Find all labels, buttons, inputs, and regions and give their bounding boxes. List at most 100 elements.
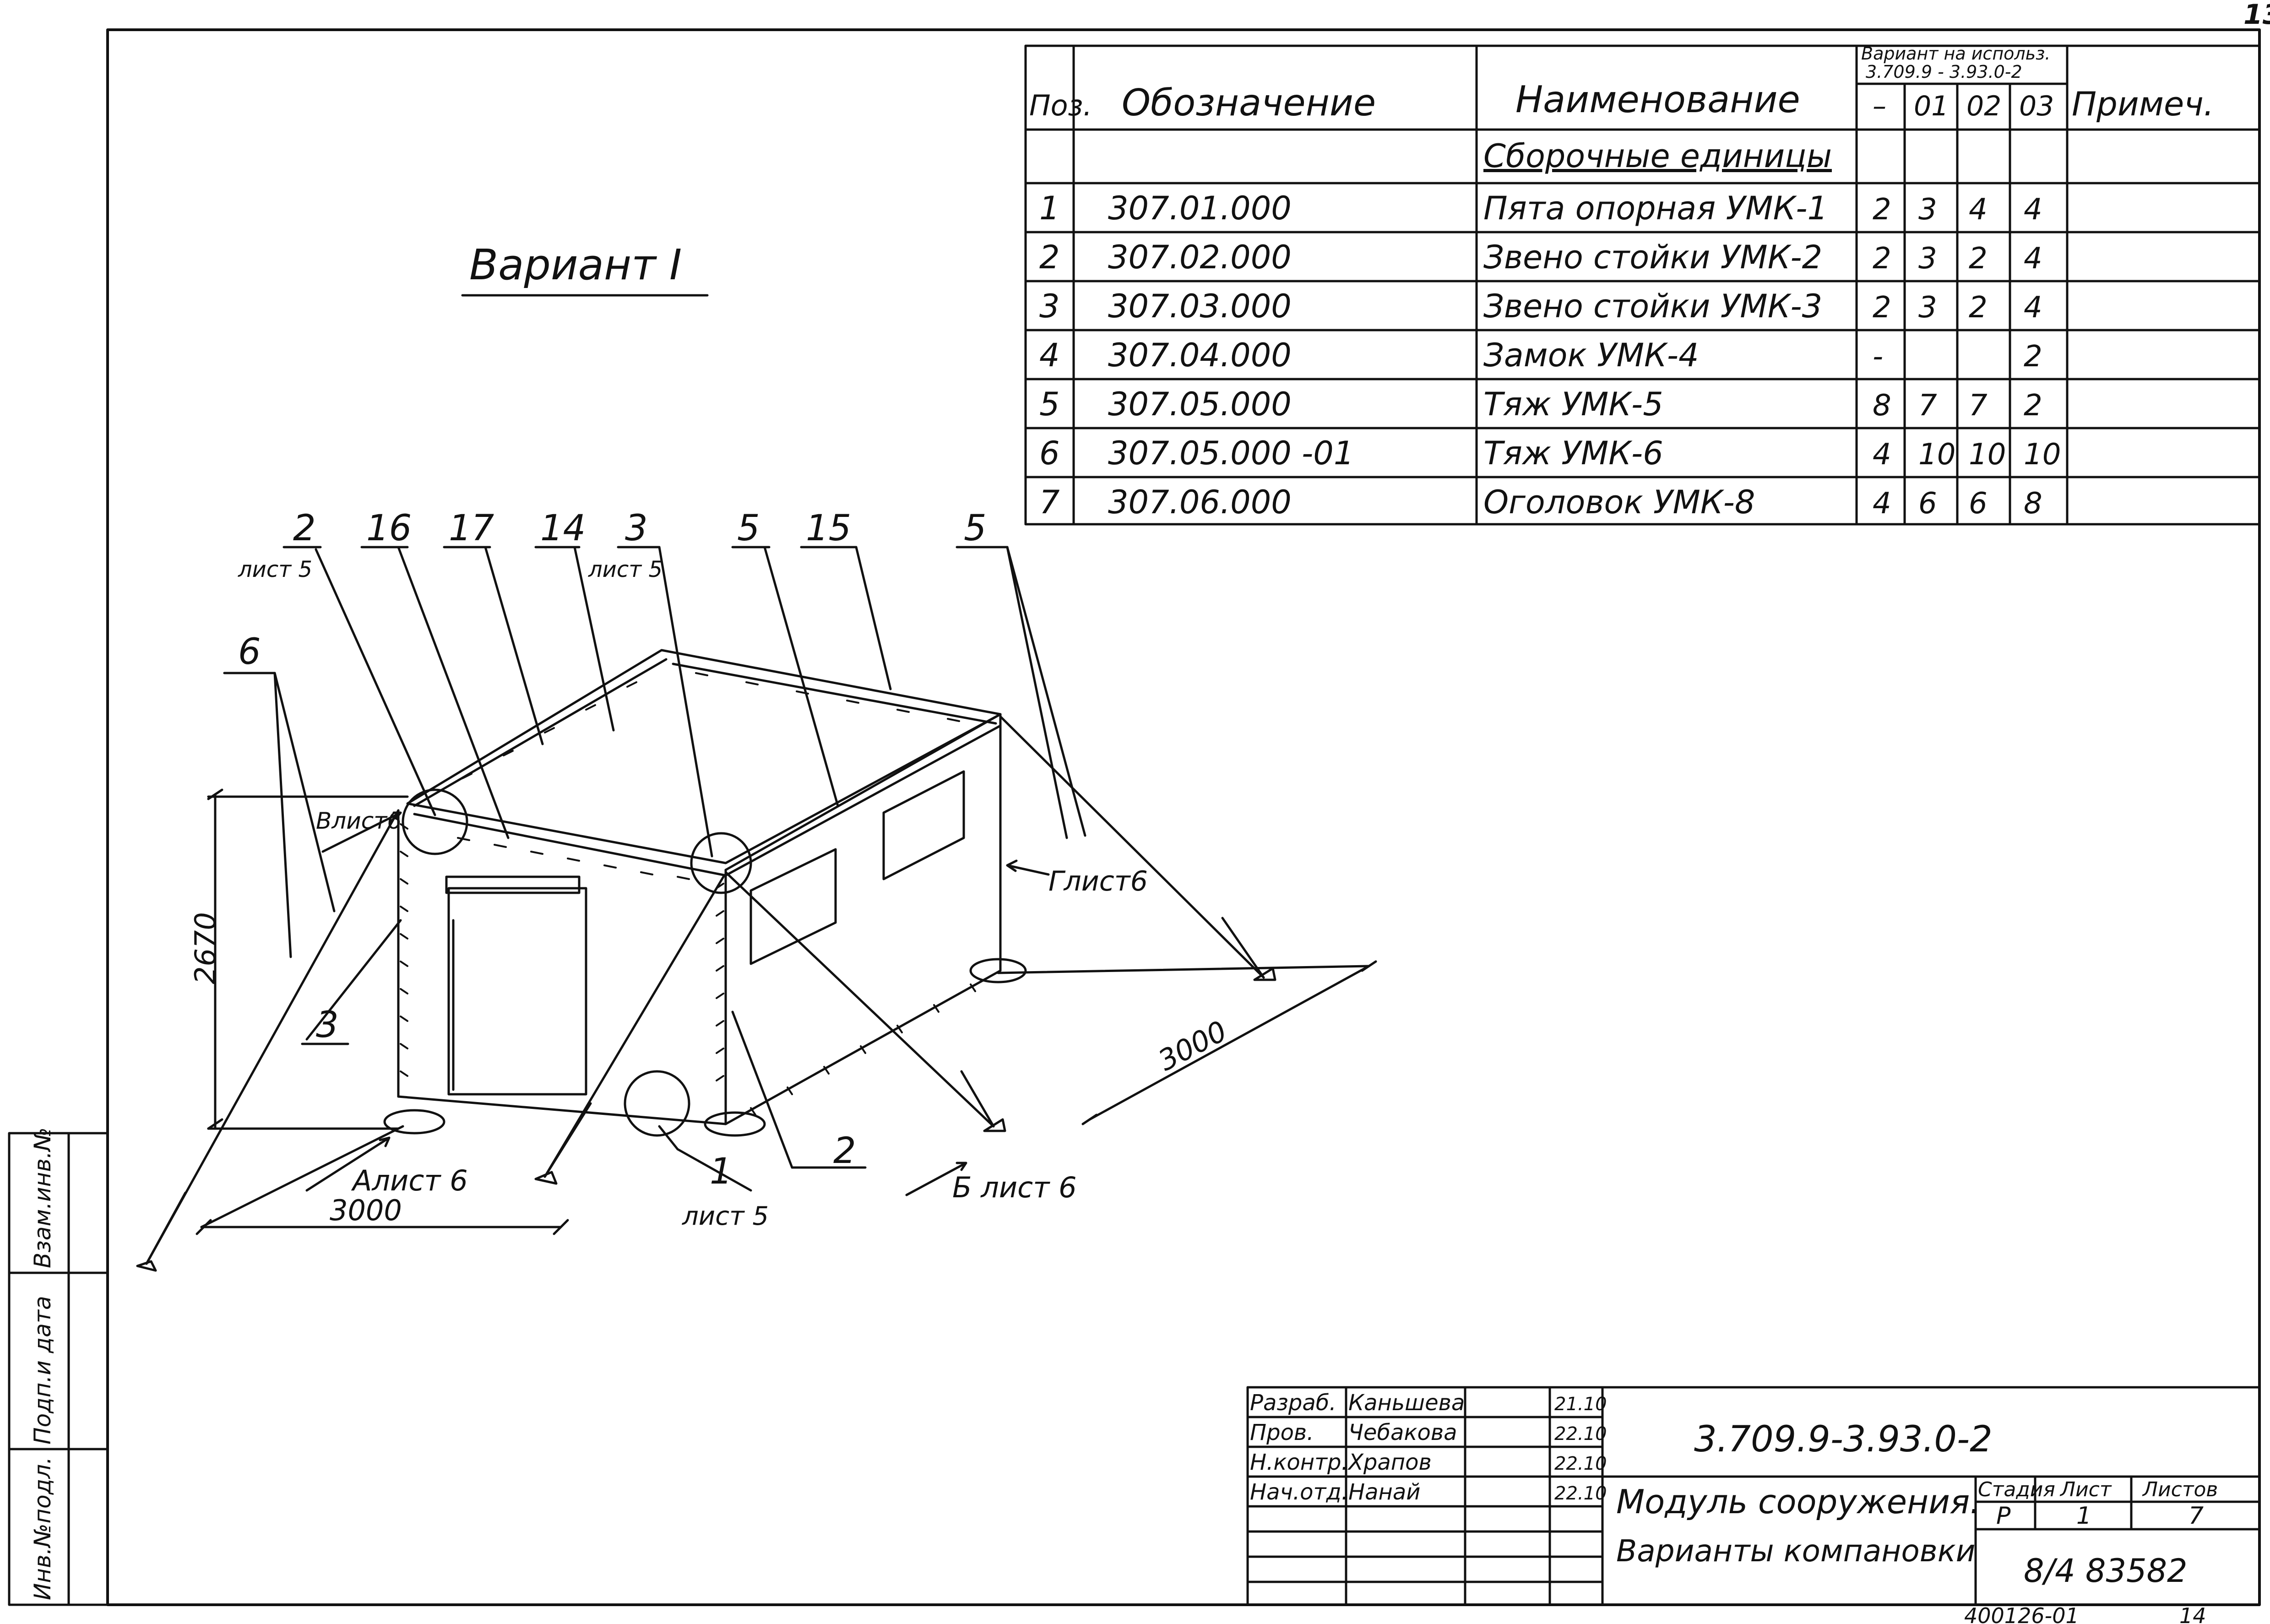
stamp-replace-inv: Взам.инв.№ xyxy=(29,1127,56,1268)
variant-col-03: 03 xyxy=(2019,90,2054,122)
date-checker: 22.10 xyxy=(1554,1423,1607,1445)
row-designation: 307.05.000 -01 xyxy=(1108,435,1354,472)
col-designation-header: Обозначение xyxy=(1122,81,1376,124)
anchor-mid xyxy=(534,1102,592,1185)
row-qty-1: 10 xyxy=(1918,438,1955,472)
row-name: Звено стойки УМК-2 xyxy=(1483,239,1822,276)
callout-3-sheet: лист 5 xyxy=(588,557,663,582)
row-qty-2: 7 xyxy=(1969,389,1988,423)
row-qty-2: 10 xyxy=(1969,438,2006,472)
anchor-left xyxy=(136,1191,187,1272)
role-checker: Пров. xyxy=(1250,1420,1314,1445)
callout-15: 15 xyxy=(806,508,851,549)
row-designation: 307.06.000 xyxy=(1108,483,1292,521)
row-qty-3: 2 xyxy=(2024,340,2042,374)
row-pos: 7 xyxy=(1039,483,1060,521)
row-qty-0: 4 xyxy=(1873,438,1891,472)
sheet-value: 1 xyxy=(2076,1502,2091,1530)
role-developer: Разраб. xyxy=(1250,1390,1336,1416)
doc-number: 3.709.9-3.93.0-2 xyxy=(1694,1419,1993,1460)
view-label-b: Б лист 6 xyxy=(952,1171,1077,1204)
sheet-header: Лист xyxy=(2059,1478,2112,1501)
roof-clamps xyxy=(457,672,960,880)
row-qty-2: 4 xyxy=(1969,193,1988,227)
view-label-v: Влист6 xyxy=(316,808,402,834)
dim-front-label: 3000 xyxy=(330,1194,402,1227)
callout-2-low: 2 xyxy=(833,1130,856,1172)
anchor-back xyxy=(1221,917,1276,981)
row-designation: 307.05.000 xyxy=(1108,386,1292,423)
corner-post-front-left xyxy=(400,823,408,1077)
role-head: Нач.отд. xyxy=(1250,1479,1348,1505)
callout-16: 16 xyxy=(366,508,412,549)
title-block xyxy=(1246,1386,2261,1606)
callout-3-left: 3 xyxy=(316,1005,339,1046)
row-name: Звено стойки УМК-3 xyxy=(1483,288,1822,325)
foot-front-right xyxy=(704,1111,766,1137)
view-arrow-v xyxy=(321,811,402,853)
row-designation: 307.02.000 xyxy=(1108,239,1292,276)
date-head: 22.10 xyxy=(1554,1483,1607,1504)
row-pos: 2 xyxy=(1039,239,1060,276)
row-qty-1: 3 xyxy=(1918,291,1937,325)
side-window-high xyxy=(882,770,965,880)
sheets-header: Листов xyxy=(2142,1478,2218,1501)
stage-value: Р xyxy=(1996,1502,2011,1530)
callout-14: 14 xyxy=(540,508,586,549)
view-label-g: Глист6 xyxy=(1048,865,1148,897)
page-number: 13 xyxy=(2243,0,2270,31)
row-qty-3: 4 xyxy=(2024,193,2042,227)
footer-code: 400126-01 xyxy=(1964,1603,2079,1624)
row-qty-3: 8 xyxy=(2024,487,2042,521)
col-name-header: Наименование xyxy=(1515,78,1800,121)
name-norm-control: Храпов xyxy=(1347,1450,1432,1475)
callout-3: 3 xyxy=(625,508,648,549)
row-qty-3: 10 xyxy=(2024,438,2061,472)
callout-1: 1 xyxy=(710,1151,733,1192)
row-qty-1: 7 xyxy=(1918,389,1937,423)
variant-col-02: 02 xyxy=(1966,90,2001,122)
date-developer: 21.10 xyxy=(1554,1394,1607,1415)
row-qty-3: 4 xyxy=(2024,291,2042,325)
dim-height-label: 2670 xyxy=(189,912,222,984)
row-qty-0: 2 xyxy=(1873,291,1891,325)
dim-side-label: 3000 xyxy=(1153,1014,1233,1078)
row-pos: 3 xyxy=(1039,288,1060,325)
door xyxy=(447,887,587,1096)
module-drawing xyxy=(136,546,1377,1272)
anchor-right xyxy=(960,1070,1006,1132)
roof-edge-front xyxy=(413,724,1002,877)
side-wall xyxy=(724,713,1002,1125)
row-qty-3: 4 xyxy=(2024,242,2042,276)
row-pos: 6 xyxy=(1039,435,1060,472)
section-title: Сборочные единицы xyxy=(1483,137,1832,175)
callout-5-top: 5 xyxy=(737,508,760,549)
roof-edge-right xyxy=(672,663,997,725)
dim-side-line xyxy=(1088,965,1370,1121)
row-designation: 307.01.000 xyxy=(1108,190,1292,227)
row-qty-3: 2 xyxy=(2024,389,2042,423)
row-pos: 4 xyxy=(1039,337,1060,374)
role-norm-control: Н.контр. xyxy=(1250,1450,1348,1475)
row-qty-2: 6 xyxy=(1969,487,1988,521)
name-developer: Каньшева xyxy=(1348,1390,1465,1416)
detail-circle-1 xyxy=(624,1070,690,1137)
row-qty-1: 6 xyxy=(1918,487,1937,521)
row-designation: 307.03.000 xyxy=(1108,288,1292,325)
corner-post-front-right xyxy=(716,883,724,1081)
variant-col-base: – xyxy=(1873,90,1886,122)
foot-back-right xyxy=(969,958,1027,983)
row-qty-0: 8 xyxy=(1873,389,1891,423)
callout-1-sheet: лист 5 xyxy=(682,1201,769,1231)
guy-rope-front-right xyxy=(724,871,995,1128)
row-pos: 5 xyxy=(1039,386,1060,423)
view-arrow-g xyxy=(1006,859,1050,876)
row-name: Замок УМК-4 xyxy=(1483,337,1699,374)
doc-title-line2: Варианты компановки xyxy=(1616,1533,1975,1569)
front-wall xyxy=(397,809,727,1125)
guy-rope-back-right xyxy=(999,715,1265,979)
spec-table xyxy=(1024,44,2261,526)
foot-front-left xyxy=(383,1109,445,1135)
